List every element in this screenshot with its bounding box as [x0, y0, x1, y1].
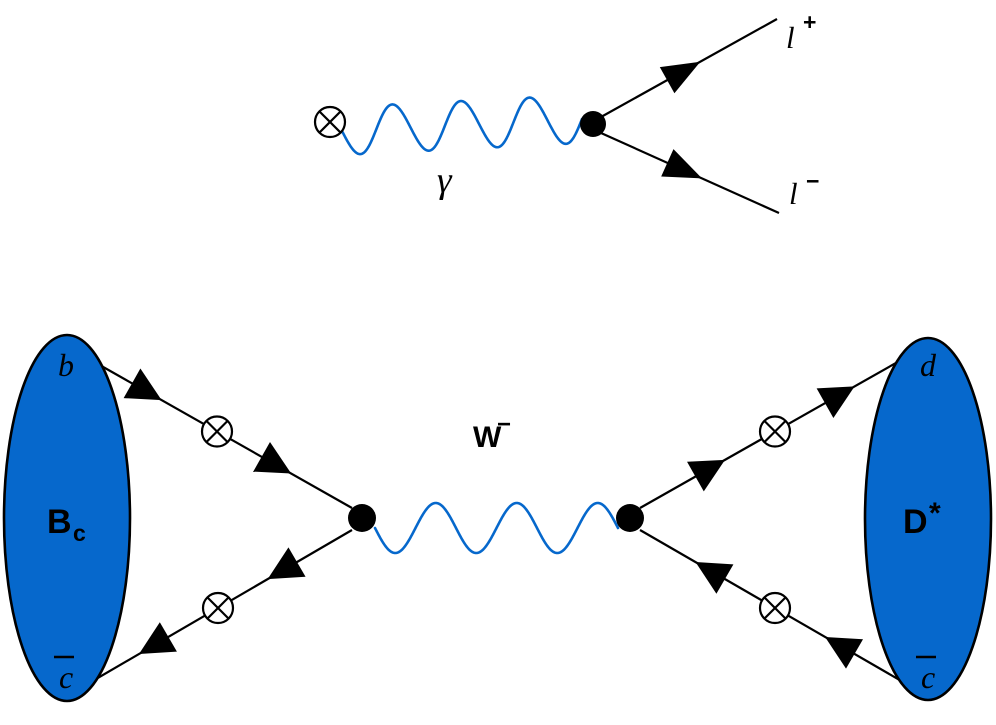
b-quark-line-cross-icon	[200, 415, 234, 448]
quark-lines-group	[81, 354, 911, 687]
cross-circle-bar-1	[318, 110, 342, 134]
right-weak-vertex-dot	[616, 504, 644, 532]
cross-circle-bar-1	[205, 420, 229, 443]
cbar-left-line-arrowhead-icon-1	[267, 547, 306, 580]
lepton-plus-arrowhead-icon	[659, 61, 701, 94]
d-quark-line-cross-icon	[758, 415, 792, 448]
d-quark-line-arrowhead-icon-2	[816, 386, 855, 418]
bc-meson-blob	[2, 333, 132, 703]
w-boson-charge-label: −	[497, 411, 511, 438]
b-quark-label: b	[58, 347, 74, 383]
dilepton-vertex-dot	[580, 111, 606, 137]
cross-circle-bar-1	[206, 596, 230, 620]
lepton-minus-arrowhead-icon	[661, 149, 702, 179]
d-quark-label: d	[920, 347, 937, 383]
photon-wavy-line	[340, 96, 584, 156]
dstar-meson-label: D	[903, 503, 928, 541]
bc-meson-label: B	[47, 503, 72, 541]
upper-diagram-group: γ l + l −	[313, 9, 819, 215]
bc-meson-subscript-label: c	[73, 520, 86, 546]
w-boson-label: W	[473, 421, 502, 454]
cbar-left-line-arrowhead-icon-2	[138, 622, 177, 654]
cbar-right-quark-label: c	[921, 659, 935, 695]
photon-label: γ	[437, 160, 453, 201]
lower-diagram-group: B c D * b c d c W −	[2, 333, 993, 703]
cbar-right-line-arrowhead-icon-1	[825, 636, 864, 669]
cbar-right-line-arrowhead-icon-2	[695, 562, 734, 594]
left-weak-vertex-dot	[348, 504, 376, 532]
cross-circle-bar-1	[763, 420, 787, 443]
cbar-left-line-cross-icon	[201, 591, 235, 625]
w-boson-wavy-line	[373, 501, 620, 555]
cross-circle-bar-1	[763, 596, 787, 620]
dstar-meson-blob	[863, 336, 993, 702]
b-quark-line-arrowhead-icon-2	[253, 441, 292, 474]
b-quark-line-arrowhead-icon-1	[123, 368, 162, 401]
d-quark-line-arrowhead-icon-1	[687, 459, 725, 492]
lepton-plus-charge-label: +	[803, 9, 816, 35]
cbar-left-quark-label: c	[59, 659, 73, 695]
cbar-right-line-cross-icon	[758, 591, 792, 625]
quark-crossed-circles-group	[200, 415, 792, 625]
lepton-minus-charge-label: −	[806, 168, 819, 194]
dstar-meson-superscript-label: *	[929, 497, 941, 530]
photon-source-cross-icon	[313, 105, 347, 139]
lepton-plus-label: l	[786, 20, 795, 55]
lepton-minus-label: l	[789, 176, 798, 211]
